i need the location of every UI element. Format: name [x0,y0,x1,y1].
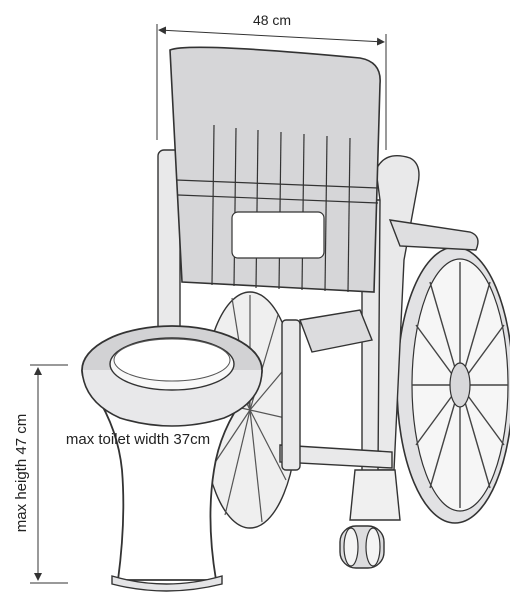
left-lower-post [281,319,301,471]
width-dimension-arrow [158,26,385,46]
height-label: max heigth 47 cm [13,414,30,532]
backrest-handle-cutout [231,211,325,259]
chair-frame [157,149,479,521]
width-dimension: 48 cm [156,12,387,150]
toilet-base [111,575,223,592]
lower-crossbar [279,444,393,469]
height-dimension: max heigth 47 cm [13,364,68,584]
seat-bracket [299,309,373,353]
right-rear-wheel [396,246,510,524]
width-label: 48 cm [253,12,291,28]
right-side-rail [388,219,479,251]
toilet-width-label: max toilet width 37cm [66,431,210,448]
front-caster [339,525,385,569]
backrest [169,46,381,293]
toilet [81,325,263,592]
caster-fork [349,469,401,521]
